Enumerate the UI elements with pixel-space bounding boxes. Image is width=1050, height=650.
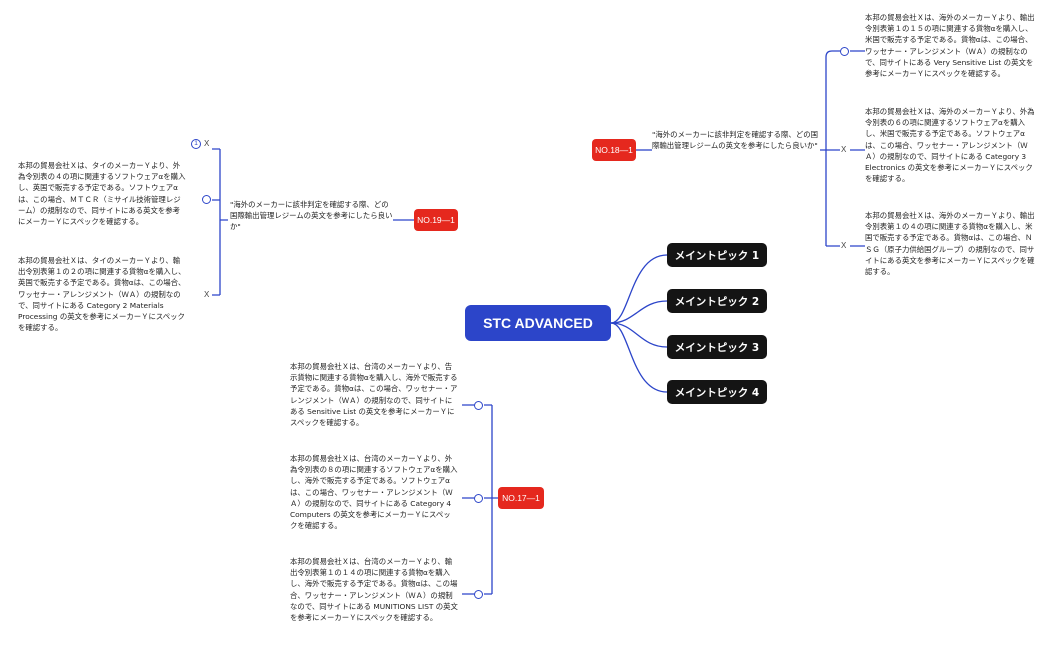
link-no18-bracket [820,50,840,247]
link-topic-3 [610,322,668,348]
no19-leaf-1-mark: X [204,139,210,148]
central-topic-label: STC ADVANCED [483,315,593,331]
no17-tag-label: NO.17―1 [502,493,540,503]
main-topic-4[interactable]: メイントピック 4 [667,380,767,404]
no17-leaf-1-connector-icon [474,401,483,410]
no17-leaf-2-connector-icon [474,494,483,503]
no18-question[interactable]: "海外のメーカーに該非判定を確認する際、どの国際輸出管理レジームの英文を参考にし… [652,130,818,150]
no17-leaf-3[interactable]: 本邦の貿易会社Ｘは、台湾のメーカーＹより、輸出令別表第１の１４の項に関連する貨物… [290,557,458,623]
link-no18-leaves [850,50,865,247]
main-topic-label: メイントピック 4 [674,386,760,399]
no18-leaf-2-mark: X [841,145,847,154]
no18-leaf-3[interactable]: 本邦の貿易会社Ｘは、海外のメーカーＹより、輸出令別表第１の４の項に関連する貨物α… [865,211,1035,277]
no17-tag[interactable]: NO.17―1 [498,487,544,509]
no19-leaf-3[interactable]: 本邦の貿易会社Ｘは、タイのメーカーＹより、輸出令別表第１の２の項に関連する貨物α… [18,256,186,333]
link-topic-2 [610,300,668,324]
no18-tag-label: NO.18―1 [595,145,633,155]
no18-tag[interactable]: NO.18―1 [592,139,636,161]
main-topic-1[interactable]: メイントピック 1 [667,243,767,267]
link-no17-bracket [484,404,498,595]
central-topic[interactable]: STC ADVANCED [465,305,611,341]
main-topic-label: メイントピック 2 [674,295,760,308]
main-topic-2[interactable]: メイントピック 2 [667,289,767,313]
link-no19-bracket [212,148,228,296]
no18-leaf-2[interactable]: 本邦の貿易会社Ｘは、海外のメーカーＹより、外為令別表の６の項に関連するソフトウェ… [865,107,1035,184]
no17-leaf-2[interactable]: 本邦の貿易会社Ｘは、台湾のメーカーＹより、外為令別表の８の項に関連するソフトウェ… [290,454,458,531]
no17-leaf-1[interactable]: 本邦の貿易会社Ｘは、台湾のメーカーＹより、告示貨物に関連する貨物αを購入し、海外… [290,362,458,428]
link-topic-1 [610,254,668,324]
no17-leaf-3-connector-icon [474,590,483,599]
no18-leaf-1[interactable]: 本邦の貿易会社Ｘは、海外のメーカーＹより、輸出令別表第１の１５の項に関連する貨物… [865,13,1035,79]
main-topic-label: メイントピック 1 [674,249,760,262]
no19-leaf-2-connector-icon [202,195,211,204]
main-topic-label: メイントピック 3 [674,341,760,354]
badge-icon: 1 [191,139,201,149]
no18-leaf-3-mark: X [841,241,847,250]
main-topic-3[interactable]: メイントピック 3 [667,335,767,359]
link-no17-leaves [462,404,474,595]
link-topic-4 [610,322,668,393]
no19-tag[interactable]: NO.19―1 [414,209,458,231]
no19-tag-label: NO.19―1 [417,215,455,225]
no19-leaf-3-mark: X [204,290,210,299]
no18-leaf-1-connector-icon [840,47,849,56]
no19-leaf-2[interactable]: 本邦の貿易会社Ｘは、タイのメーカーＹより、外為令別表の４の項に関連するソフトウェ… [18,161,186,227]
no19-question[interactable]: "海外のメーカーに該非判定を確認する際、どの国際輸出管理レジームの英文を参考にし… [230,200,393,231]
